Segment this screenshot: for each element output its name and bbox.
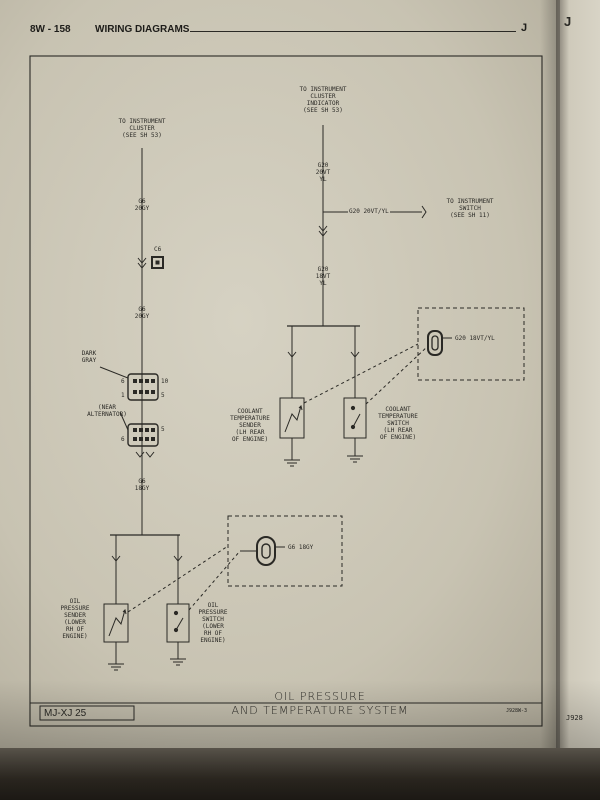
figure-code: J928W-3	[506, 708, 528, 714]
next-page-mark: J	[564, 14, 572, 29]
oil-switch-connector-box	[227, 515, 343, 587]
header-rule	[190, 31, 516, 32]
oil-leader-1	[127, 545, 229, 613]
temp-switch-connector-box	[417, 307, 525, 381]
wire-mark-b	[145, 451, 155, 458]
alternator-leader	[119, 411, 129, 431]
model-box	[39, 705, 135, 721]
section-number: 8W - 158	[30, 24, 71, 35]
next-page-code: J928	[566, 714, 583, 722]
g20-conn-mark	[318, 225, 328, 232]
pin-label: 6	[121, 378, 125, 385]
book-edge	[0, 748, 600, 800]
connector-pins-top	[133, 379, 155, 394]
connector-c6-mark	[137, 257, 147, 264]
temp-switch-connector-label: G20 18VT/YL	[455, 335, 495, 342]
connector-pins-bottom	[133, 428, 155, 441]
pin-label: 10	[161, 378, 169, 385]
c6-connector-pin	[155, 260, 160, 265]
oil-switch-conn-mark	[173, 555, 183, 562]
pin-label: 5	[161, 426, 165, 433]
coolant-sender-resistor-icon	[284, 405, 302, 433]
oil-leader-2	[188, 550, 241, 611]
pin-label: 6	[121, 436, 125, 443]
oil-sender-arrow	[122, 609, 127, 615]
switch-contact-icon	[350, 405, 356, 411]
oil-sender-resistor-icon	[108, 609, 126, 637]
diagram-frame	[29, 55, 543, 727]
dark-gray-connector	[127, 373, 159, 401]
section-title: WIRING DIAGRAMS	[95, 24, 190, 35]
branch-end-mark	[421, 205, 427, 219]
sender-conn-mark	[287, 351, 297, 358]
g20-branch-label: G20 20VT/YL	[348, 208, 390, 215]
dark-gray-leader	[99, 366, 129, 379]
page-edge-shadow	[540, 0, 560, 760]
oil-switch-connector-label: G6 18GY	[288, 544, 314, 551]
oil-switch-connector-icon	[256, 536, 276, 566]
alternator-connector	[127, 423, 159, 447]
pin-label: 5	[161, 392, 165, 399]
switch-conn-mark	[350, 351, 360, 358]
c6-connector-icon	[151, 256, 164, 269]
model-code: MJ-XJ 25	[44, 708, 87, 719]
temp-switch-connector-icon	[427, 330, 443, 356]
temp-leader-2	[365, 345, 429, 405]
wire-mark-a	[135, 451, 145, 458]
header-right-mark: J	[521, 22, 528, 34]
pin-label: 1	[121, 392, 125, 399]
switch-contact-icon	[173, 610, 179, 616]
adjacent-page: J J928	[556, 0, 600, 800]
oil-sender-conn-mark	[111, 555, 121, 562]
connector-c6-mark-2	[137, 262, 147, 269]
c6-label: C6	[154, 246, 162, 253]
